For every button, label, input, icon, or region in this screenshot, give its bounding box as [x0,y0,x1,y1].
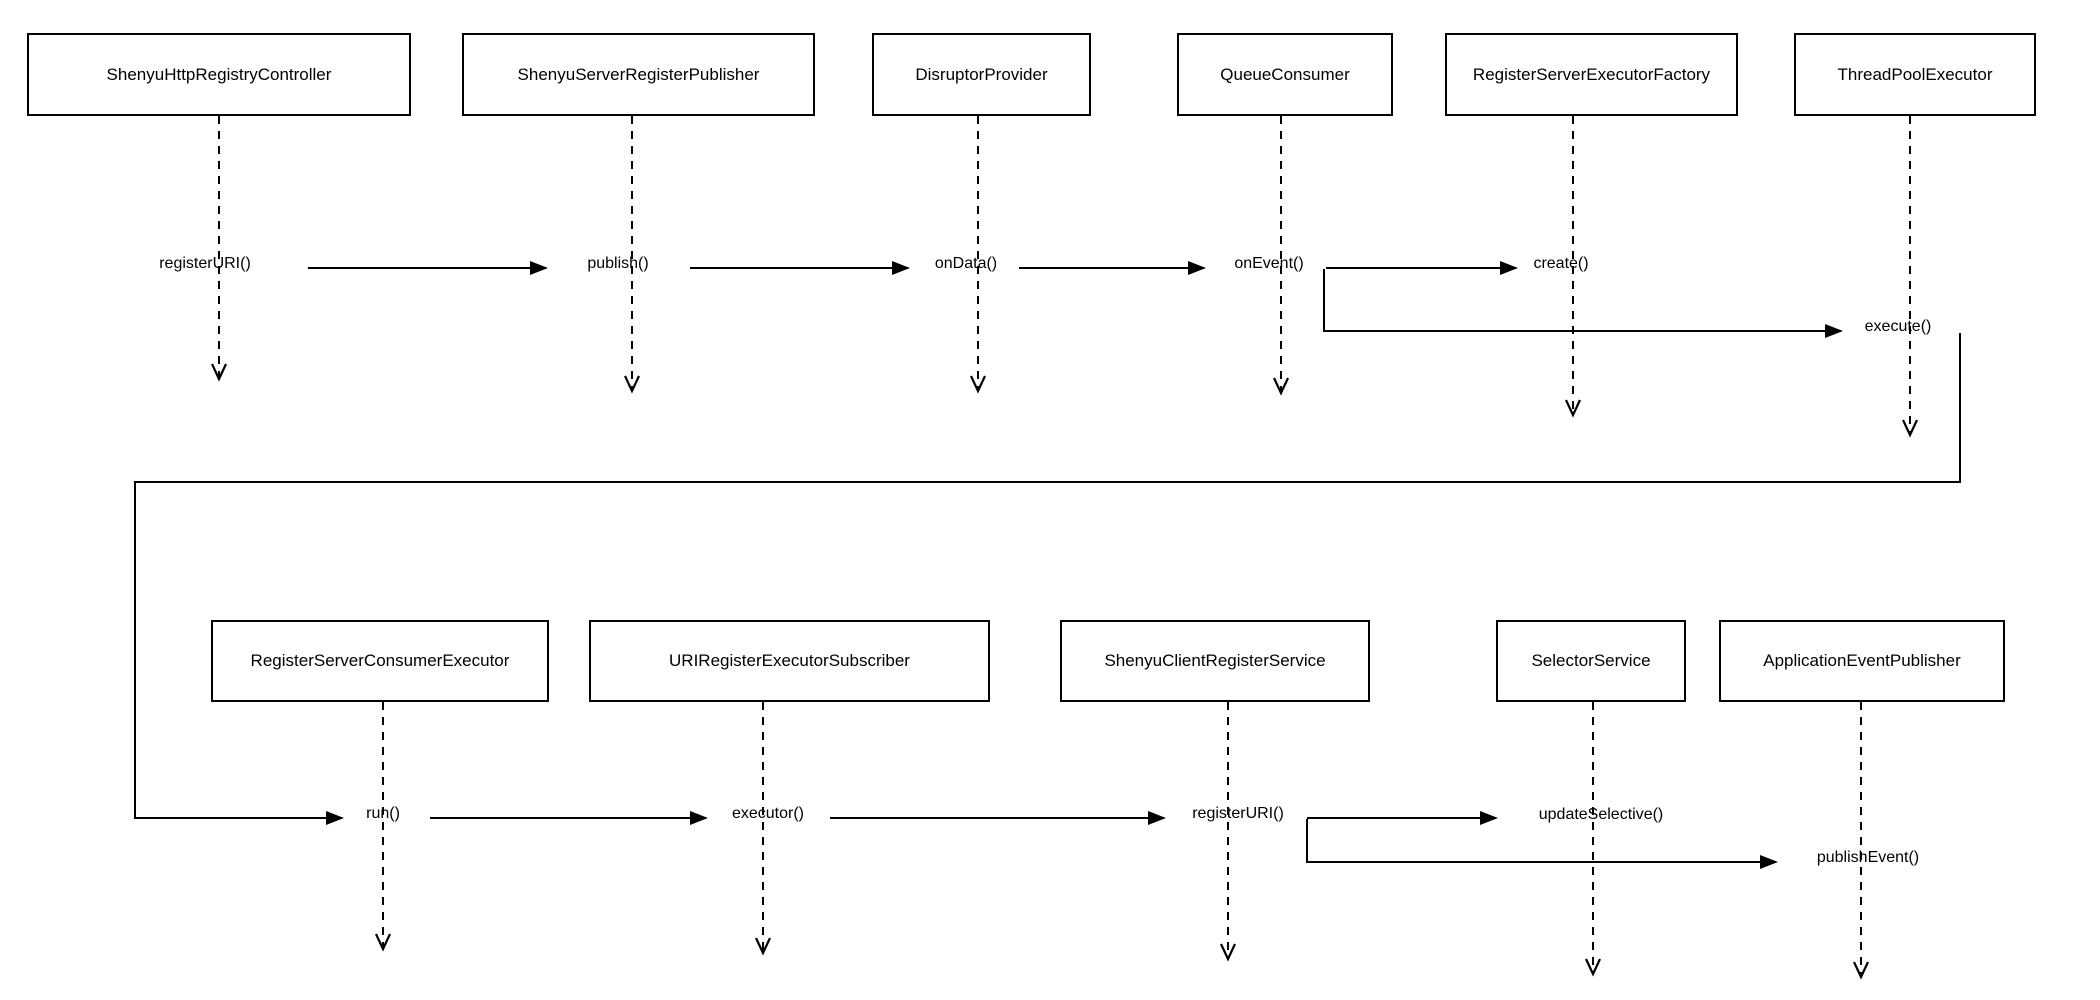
actor-label: RegisterServerConsumerExecutor [250,651,510,670]
actor-box-application-event-publisher: ApplicationEventPublisher [1719,620,2005,702]
actor-label: DisruptorProvider [915,64,1048,84]
actor-label: URIRegisterExecutorSubscriber [669,651,910,670]
actor-label: ShenyuServerRegisterPublisher [517,64,760,84]
message-label-update-selective: updateSelective() [1538,806,1664,823]
actor-box-register-server-executor-factory: RegisterServerExecutorFactory [1445,33,1738,116]
actor-label: RegisterServerExecutorFactory [1472,64,1711,84]
actor-box-register-server-consumer-executor: RegisterServerConsumerExecutor [211,620,549,702]
actor-box-queue-consumer: QueueConsumer [1177,33,1393,116]
actor-label: QueueConsumer [1220,64,1350,84]
actor-box-selector-service: SelectorService [1496,620,1686,702]
message-label-create: create() [1533,255,1589,272]
arrow-register-uri-to-publish-event [1306,819,1778,869]
actor-box-thread-pool-executor: ThreadPoolExecutor [1794,33,2036,116]
message-label-register-uri-bottom: registerURI() [1192,805,1284,822]
message-label-publish: publish() [587,255,649,272]
connector-execute-to-run [134,333,1961,825]
actor-box-shenyu-server-register-publisher: ShenyuServerRegisterPublisher [462,33,815,116]
actor-label: ShenyuClientRegisterService [1104,651,1326,670]
arrow-on-event-to-execute [1323,269,1843,338]
message-label-run: run() [366,805,400,822]
message-label-execute: execute() [1864,318,1932,335]
message-label-executor: executor() [731,805,805,822]
actor-label: ThreadPoolExecutor [1837,64,1993,84]
message-label-on-data: onData() [934,255,998,272]
actor-label: SelectorService [1531,651,1651,670]
message-label-publish-event: publishEvent() [1816,849,1920,866]
actor-box-disruptor-provider: DisruptorProvider [872,33,1091,116]
actor-label: ShenyuHttpRegistryController [106,64,332,84]
actor-box-shenyu-http-registry-controller: ShenyuHttpRegistryController [27,33,411,116]
message-label-on-event: onEvent() [1234,255,1304,272]
actor-label: ApplicationEventPublisher [1763,651,1961,670]
actor-box-uri-register-executor-subscriber: URIRegisterExecutorSubscriber [589,620,990,702]
actor-box-shenyu-client-register-service: ShenyuClientRegisterService [1060,620,1370,702]
message-label-register-uri-top: registerURI() [159,255,251,272]
